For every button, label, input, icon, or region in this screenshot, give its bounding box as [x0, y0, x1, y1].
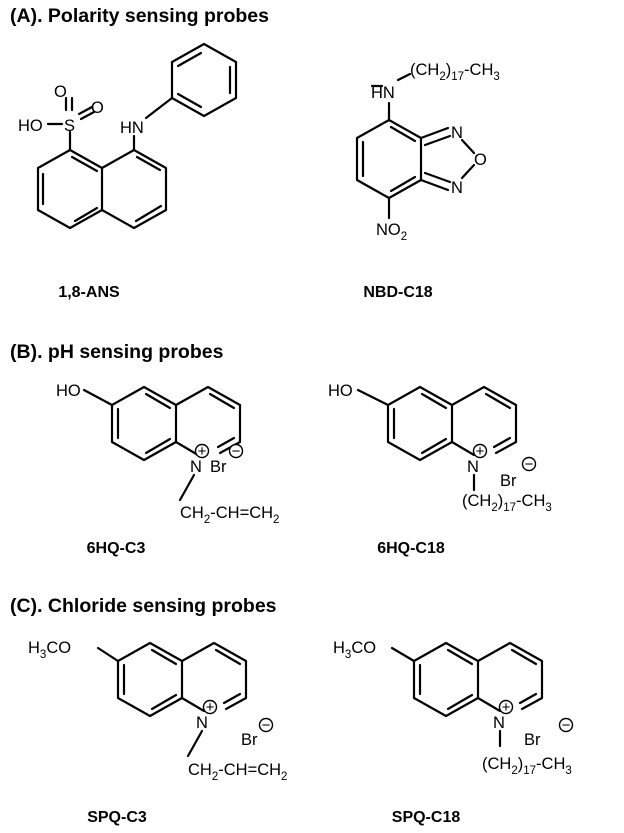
spq-c3-bromide: Br — [241, 731, 258, 749]
caption-spq-c3: SPQ-C3 — [87, 809, 147, 826]
nbd-amine: HN — [371, 84, 395, 102]
molecule-spq-c3: H3CO + N Br − CH2-CH=CH2 SPQ-C3 — [28, 639, 287, 826]
spq-c18-methoxy-co: CO — [351, 639, 376, 657]
6hq-c18-plus-circle — [472, 443, 488, 459]
6hq-c3-chain-b: -CH=CH — [210, 504, 273, 522]
ans-sulfur: S — [64, 117, 75, 135]
ans-oxygen-2: O — [91, 99, 104, 117]
6hq-c18-bromide: Br — [500, 472, 517, 490]
6hq-c3-chain: CH2-CH=CH2 — [180, 504, 279, 526]
6hq-c18-bonds — [356, 385, 518, 492]
6hq-c18-chain-mid: ) — [498, 492, 504, 510]
nbd-bonds — [355, 72, 476, 220]
6hq-c3-plus: + — [198, 443, 207, 460]
spq-c18-sub-3: 3 — [565, 765, 571, 777]
spq-c18-sub-2: 2 — [511, 765, 517, 777]
nbd-nitro: NO2 — [376, 221, 407, 243]
6hq-c18-chain: (CH2)17-CH3 — [462, 492, 552, 514]
spq-c3-chain-b: -CH=CH — [218, 761, 281, 779]
ans-hydroxyl: HO — [18, 117, 43, 135]
molecule-6hq-c18: HO + N Br − (CH2)17-CH3 6HQ-C18 — [328, 382, 552, 557]
spq-c18-plus: + — [502, 699, 511, 716]
6hq-c18-sub-2: 2 — [491, 502, 497, 514]
section-heading-a: (A). Polarity sensing probes — [10, 5, 269, 27]
spq-c18-nitrogen: N — [493, 714, 505, 732]
6hq-c18-nitrogen: N — [467, 458, 479, 476]
caption-nbd-c18: NBD-C18 — [363, 284, 432, 301]
6hq-c3-sub-2b: 2 — [273, 514, 279, 526]
nbd-chain-mid: ) — [446, 61, 452, 79]
spq-c18-plus-circle — [498, 699, 514, 715]
spq-c18-bromide: Br — [524, 731, 541, 749]
nbd-chain-open: (CH — [410, 61, 439, 79]
spq-c18-chain: (CH2)17-CH3 — [482, 755, 572, 777]
molecule-nbd-c18: HN (CH2)17-CH3 N O N NO2 NBD-C18 — [355, 61, 500, 301]
6hq-c3-nitrogen: N — [190, 458, 202, 476]
molecule-6hq-c3: HO + N Br − CH2-CH=CH2 6HQ-C3 — [56, 382, 279, 557]
molecule-1-8-ans: S HO O O HN 1,8-ANS — [18, 42, 238, 301]
spq-c3-methoxy-sub: 3 — [40, 649, 46, 661]
6hq-c18-hydroxyl: HO — [328, 382, 353, 400]
spq-c3-sub-2b: 2 — [281, 771, 287, 783]
caption-spq-c18: SPQ-C18 — [392, 809, 461, 826]
6hq-c18-minus: − — [525, 456, 534, 473]
nbd-chain-sub-3: 3 — [493, 71, 499, 83]
spq-c18-methoxy: H3CO — [333, 639, 376, 661]
6hq-c18-minus-circle — [521, 456, 537, 472]
nbd-oxygen: O — [474, 151, 487, 169]
spq-c18-methoxy-h: H — [333, 639, 345, 657]
6hq-c18-chain-open: (CH — [462, 492, 491, 510]
spq-c18-methoxy-sub: 3 — [345, 649, 351, 661]
spq-c3-nitrogen: N — [196, 714, 208, 732]
nbd-nitro-sub: 2 — [401, 231, 407, 243]
nbd-chain-sub-17: 17 — [451, 71, 464, 83]
6hq-c18-chain-end: -CH — [516, 492, 545, 510]
spq-c3-chain: CH2-CH=CH2 — [188, 761, 287, 783]
spq-c3-sub-2a: 2 — [212, 771, 218, 783]
6hq-c3-chain-a: CH — [180, 504, 204, 522]
spq-c18-chain-mid: ) — [518, 755, 524, 773]
spq-c3-methoxy: H3CO — [28, 639, 71, 661]
6hq-c18-sub-17: 17 — [503, 502, 516, 514]
section-heading-c: (C). Chloride sensing probes — [10, 595, 277, 617]
spq-c3-methoxy-co: CO — [46, 639, 71, 657]
spq-c18-chain-open: (CH — [482, 755, 511, 773]
6hq-c18-plus: + — [476, 443, 485, 460]
6hq-c3-plus-circle — [194, 443, 210, 459]
nbd-n-upper: N — [451, 124, 463, 142]
spq-c18-minus: − — [562, 717, 571, 734]
nbd-chain-sub-2: 2 — [439, 71, 445, 83]
spq-c18-minus-circle — [558, 717, 574, 733]
spq-c18-chain-end: -CH — [536, 755, 565, 773]
nbd-n-lower: N — [451, 179, 463, 197]
caption-6hq-c18: 6HQ-C18 — [377, 540, 445, 557]
spq-c3-minus-circle — [258, 717, 274, 733]
6hq-c18-sub-3: 3 — [545, 502, 551, 514]
6hq-c3-sub-2a: 2 — [204, 514, 210, 526]
6hq-c3-hydroxyl: HO — [56, 382, 81, 400]
ans-oxygen-1: O — [54, 83, 67, 101]
6hq-c3-minus: − — [232, 443, 241, 460]
spq-c18-sub-17: 17 — [523, 765, 536, 777]
6hq-c3-bonds — [82, 385, 242, 502]
spq-c3-bonds — [96, 641, 248, 758]
spq-c18-bonds — [390, 641, 544, 748]
molecule-spq-c18: H3CO + N Br − (CH2)17-CH3 SPQ-C18 — [333, 639, 574, 826]
caption-6hq-c3: 6HQ-C3 — [87, 540, 146, 557]
section-heading-b: (B). pH sensing probes — [10, 341, 224, 363]
spq-c3-plus-circle — [202, 699, 218, 715]
spq-c3-chain-a: CH — [188, 761, 212, 779]
nbd-nitro-label: NO — [376, 221, 401, 239]
caption-1-8-ans: 1,8-ANS — [58, 284, 120, 301]
6hq-c3-bromide: Br — [210, 458, 227, 476]
ans-amine: HN — [120, 119, 144, 137]
nbd-chain: (CH2)17-CH3 — [410, 61, 500, 83]
ans-bonds — [36, 42, 238, 230]
spq-c3-minus: − — [262, 717, 271, 734]
spq-c3-methoxy-h: H — [28, 639, 40, 657]
spq-c3-plus: + — [206, 699, 215, 716]
nbd-chain-end: -CH — [464, 61, 493, 79]
6hq-c3-minus-circle — [228, 443, 244, 459]
